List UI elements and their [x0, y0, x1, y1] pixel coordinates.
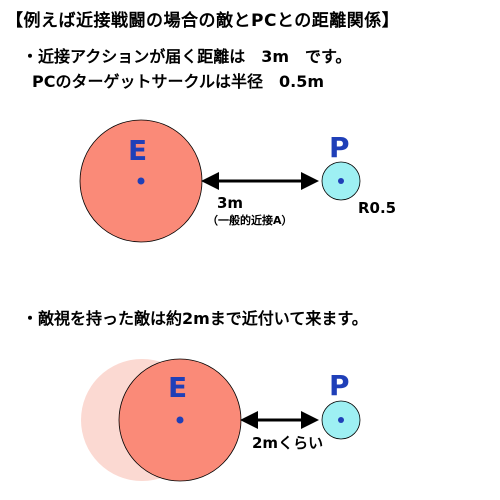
- radius-label: R0.5: [358, 199, 396, 217]
- note-target-circle: PCのターゲットサークルは半径 0.5m: [32, 72, 325, 91]
- enemy-label: E: [168, 371, 187, 404]
- note-melee-range: ・近接アクションが届く距離は 3m です。: [22, 47, 352, 66]
- enemy-center-dot: [176, 416, 184, 424]
- distance-label: 2mくらい: [252, 434, 323, 452]
- pc-label: P: [329, 369, 350, 402]
- distance-label: 3m: [217, 194, 243, 212]
- pc-center-dot: [338, 178, 344, 184]
- note-aggro-approach: ・敵視を持った敵は約2mまで近付いて来ます。: [22, 309, 368, 328]
- enemy-label: E: [128, 134, 147, 167]
- enemy-center-dot: [137, 177, 145, 185]
- page-title: 【例えば近接戦闘の場合の敵とPCとの距離関係】: [6, 11, 400, 31]
- pc-label: P: [329, 131, 350, 164]
- pc-center-dot: [338, 417, 344, 423]
- distance-note: （一般的近接A）: [207, 213, 293, 227]
